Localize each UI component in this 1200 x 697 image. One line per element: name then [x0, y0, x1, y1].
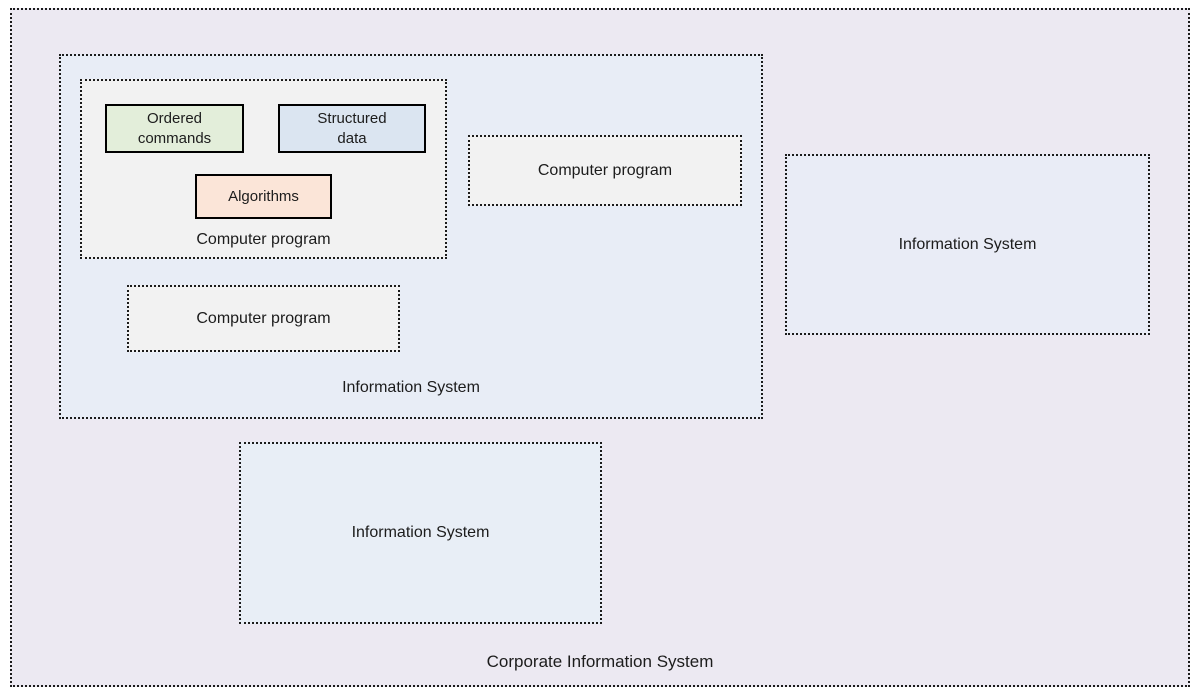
information-system-bottom-label: Information System	[351, 524, 490, 541]
algorithms-box: Algorithms	[195, 174, 332, 219]
corporate-information-system-box: Ordered commands Structured data Algorit…	[10, 8, 1190, 687]
corporate-information-system-label: Corporate Information System	[486, 652, 714, 671]
computer-program-main-box: Ordered commands Structured data Algorit…	[80, 79, 447, 259]
computer-program-main-label: Computer program	[196, 231, 331, 248]
ordered-commands-label: Ordered commands	[137, 110, 212, 147]
information-system-bottom-box: Information System	[239, 442, 602, 624]
information-system-right-label: Information System	[898, 235, 1037, 253]
ordered-commands-box: Ordered commands	[105, 104, 244, 153]
computer-program-bottom-box: Computer program	[127, 285, 400, 352]
computer-program-bottom-label: Computer program	[196, 309, 331, 327]
structured-data-label: Structured data	[317, 110, 387, 147]
computer-program-right-label: Computer program	[537, 161, 673, 179]
information-system-main-label: Information System	[342, 379, 480, 396]
algorithms-label: Algorithms	[228, 187, 299, 205]
computer-program-right-box: Computer program	[468, 135, 742, 206]
information-system-main-box: Ordered commands Structured data Algorit…	[59, 54, 763, 419]
information-system-right-box: Information System	[785, 154, 1150, 335]
structured-data-box: Structured data	[278, 104, 426, 153]
